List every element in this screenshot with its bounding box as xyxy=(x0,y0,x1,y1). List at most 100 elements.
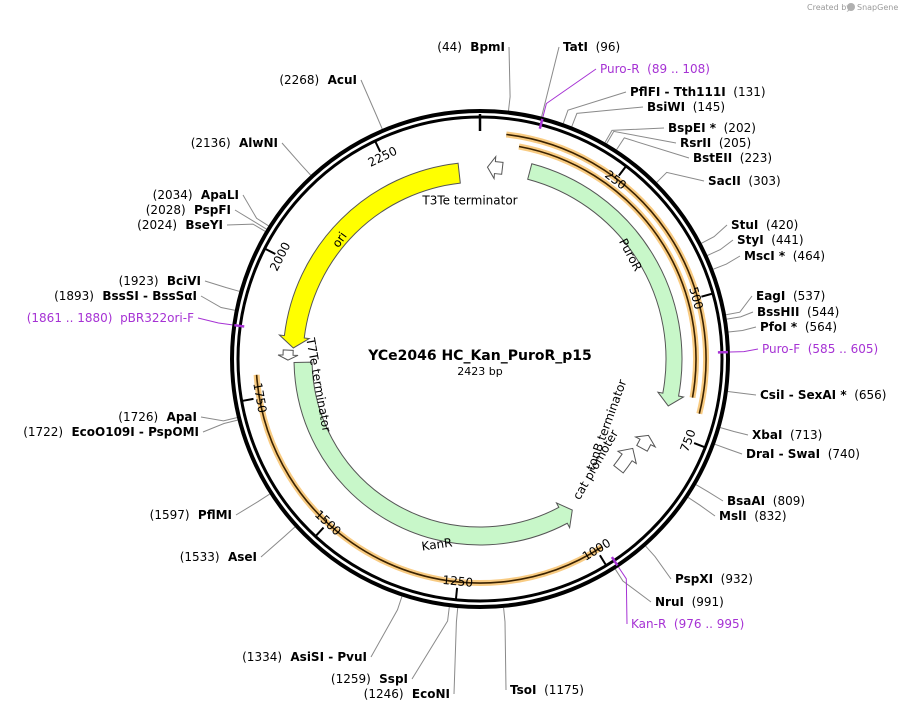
site-name: PflMI xyxy=(190,508,232,522)
site-label-pflfi-tth111i[interactable]: PflFI - Tth111I (131) xyxy=(630,85,766,99)
site-name: BsiWI xyxy=(647,100,685,114)
site-name: PflFI - Tth111I xyxy=(630,85,726,99)
feature-tonb[interactable] xyxy=(633,434,657,452)
site-label-tati[interactable]: TatI (96) xyxy=(563,40,620,54)
site-label-sspi[interactable]: (1259) SspI xyxy=(331,672,408,686)
site-label-apali[interactable]: (2034) ApaLI xyxy=(153,188,239,202)
site-label-pfoi[interactable]: PfoI * (564) xyxy=(760,320,837,334)
site-pre: (1246) xyxy=(364,687,404,701)
site-name: BpmI xyxy=(462,40,505,54)
leader-line-kan-r xyxy=(618,566,628,625)
site-label-bsssi-bsss-i[interactable]: (1893) BssSI - BssSαI xyxy=(54,289,197,303)
site-label-apai[interactable]: (1726) ApaI xyxy=(118,410,197,424)
backbone-outer-strand xyxy=(230,109,730,609)
site-name: Puro-R xyxy=(600,62,640,76)
primer-label-puro-r[interactable]: Puro-R (89 .. 108) xyxy=(600,62,710,76)
leader-line-msli xyxy=(687,496,716,517)
site-label-rsrii[interactable]: RsrII (205) xyxy=(680,136,751,150)
site-name: XbaI xyxy=(752,428,782,442)
leader-line-csii-sexai xyxy=(727,391,757,396)
leader-line-acui xyxy=(360,79,383,130)
site-name: Kan-R xyxy=(631,617,666,631)
site-post: (131) xyxy=(726,85,766,99)
brand-app-name: SnapGene xyxy=(857,3,898,12)
site-label-bsshii[interactable]: BssHII (544) xyxy=(757,305,839,319)
site-name: BseYI xyxy=(177,218,223,232)
feature-t7te[interactable] xyxy=(277,349,299,361)
site-name: AcuI xyxy=(319,73,357,87)
leader-line-msci xyxy=(713,255,741,270)
primer-label-pbr322ori-f[interactable]: (1861 .. 1880) pBR322ori-F xyxy=(27,311,194,325)
site-name: PspXI xyxy=(675,572,713,586)
feature-kanr[interactable] xyxy=(293,361,573,546)
feature-cat[interactable] xyxy=(613,447,638,474)
tick-label-500: 500 xyxy=(686,285,706,311)
site-post: (537) xyxy=(785,289,825,303)
site-label-bspei[interactable]: BspEI * (202) xyxy=(668,121,756,135)
tick-mark-1750 xyxy=(242,397,254,402)
site-label-bsteii[interactable]: BstEII (223) xyxy=(693,151,772,165)
site-name: PspFI xyxy=(186,203,231,217)
site-name: AseI xyxy=(220,550,257,564)
site-label-xbai[interactable]: XbaI (713) xyxy=(752,428,822,442)
feature-puror[interactable] xyxy=(527,163,685,407)
site-pre: (44) xyxy=(437,40,462,54)
site-label-alwni[interactable]: (2136) AlwNI xyxy=(191,136,278,150)
site-label-bsaai[interactable]: BsaAI (809) xyxy=(727,494,805,508)
leader-line-puro-r xyxy=(542,68,597,118)
primer-site-mark xyxy=(538,118,544,129)
primer-site-mark xyxy=(234,323,245,328)
feature-ori[interactable] xyxy=(277,162,461,349)
site-label-nrui[interactable]: NruI (991) xyxy=(655,595,724,609)
site-label-pspxi[interactable]: PspXI (932) xyxy=(675,572,753,586)
site-label-bsiwi[interactable]: BsiWI (145) xyxy=(647,100,725,114)
site-label-msli[interactable]: MslI (832) xyxy=(719,509,787,523)
site-post: (420) xyxy=(758,218,798,232)
site-label-drai-swai[interactable]: DraI - SwaI (740) xyxy=(746,447,860,461)
site-post: (713) xyxy=(782,428,822,442)
site-pre: (1597) xyxy=(150,508,190,522)
site-label-pflmi[interactable]: (1597) PflMI xyxy=(150,508,232,522)
leader-line-pspfi xyxy=(234,209,267,230)
site-label-ecoo109i-pspomi[interactable]: (1722) EcoO109I - PspOMI xyxy=(23,425,199,439)
leader-line-bsshii xyxy=(726,311,754,320)
primer-label-puro-f[interactable]: Puro-F (585 .. 605) xyxy=(762,342,878,356)
site-pre: (2268) xyxy=(279,73,319,87)
site-label-styi[interactable]: StyI (441) xyxy=(737,233,804,247)
site-label-asisi-pvui[interactable]: (1334) AsiSI - PvuI xyxy=(242,650,367,664)
site-label-bcivi[interactable]: (1923) BciVI xyxy=(119,274,201,288)
site-name: TatI xyxy=(563,40,588,54)
site-name: EcoO109I - PspOMI xyxy=(63,425,199,439)
site-label-bpmi[interactable]: (44) BpmI xyxy=(437,40,505,54)
leader-line-sacii xyxy=(656,171,705,183)
site-name: AlwNI xyxy=(231,136,278,150)
primer-label-kan-r[interactable]: Kan-R (976 .. 995) xyxy=(631,617,744,631)
site-label-bseyi[interactable]: (2024) BseYI xyxy=(137,218,223,232)
site-pre: (2034) xyxy=(153,188,193,202)
site-post: (1175) xyxy=(536,683,584,697)
site-label-asei[interactable]: (1533) AseI xyxy=(180,550,257,564)
leader-line-apali xyxy=(242,194,269,227)
site-label-stui[interactable]: StuI (420) xyxy=(731,218,798,232)
leader-line-tsoi xyxy=(503,607,507,691)
site-pre: (2028) xyxy=(146,203,186,217)
site-pre: (1722) xyxy=(23,425,63,439)
site-name: RsrII xyxy=(680,136,711,150)
site-label-sacii[interactable]: SacII (303) xyxy=(708,174,781,188)
plasmid-name: YCe2046 HC_Kan_PuroR_p15 xyxy=(367,348,592,364)
feature-t3te[interactable] xyxy=(486,155,504,181)
site-name: BssSI - BssSαI xyxy=(94,289,197,303)
site-label-pspfi[interactable]: (2028) PspFI xyxy=(146,203,231,217)
site-name: BssHII xyxy=(757,305,799,319)
site-label-eagi[interactable]: EagI (537) xyxy=(756,289,825,303)
site-label-econi[interactable]: (1246) EcoNI xyxy=(364,687,450,701)
site-label-acui[interactable]: (2268) AcuI xyxy=(279,73,357,87)
site-label-msci[interactable]: MscI * (464) xyxy=(744,249,825,263)
site-label-csii-sexai[interactable]: CsiI - SexAI * (656) xyxy=(760,388,887,402)
leader-line-nrui xyxy=(614,568,652,603)
site-post: (223) xyxy=(732,151,772,165)
site-label-tsoi[interactable]: TsoI (1175) xyxy=(510,683,584,697)
leader-line-pflfi-tth111i xyxy=(562,91,627,124)
site-post: (932) xyxy=(713,572,753,586)
